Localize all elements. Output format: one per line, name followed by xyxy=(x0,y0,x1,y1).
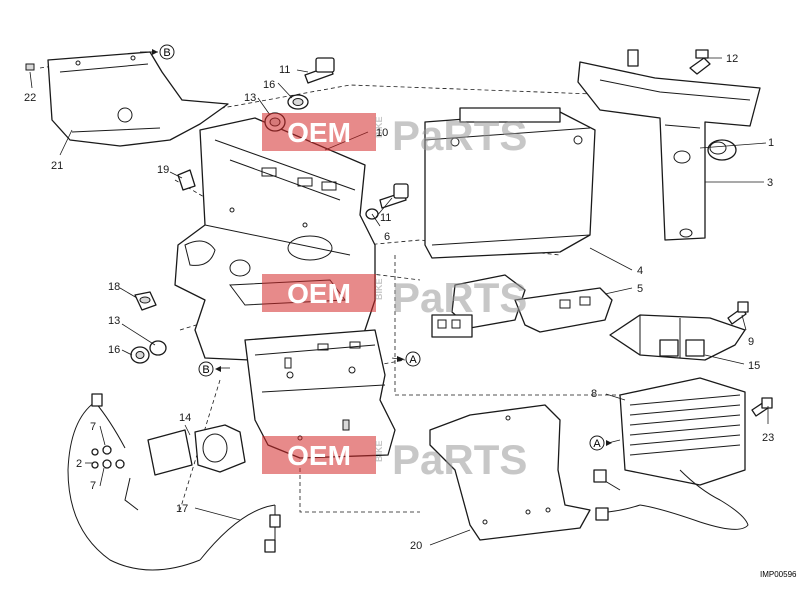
callout-6: 6 xyxy=(384,231,390,243)
battery-4 xyxy=(424,107,596,259)
screw-11-lower xyxy=(379,183,409,209)
mounting-plate-20 xyxy=(429,404,591,541)
callout-16-bottom: 16 xyxy=(108,344,120,356)
callout-numbers: 1 3 12 11 16 13 10 11 6 4 5 9 15 8 23 18… xyxy=(24,53,774,552)
callout-14: 14 xyxy=(179,412,191,424)
callout-2: 2 xyxy=(76,458,82,470)
svg-text:BIKE: BIKE xyxy=(374,440,384,462)
callout-1: 1 xyxy=(768,137,774,149)
callout-11-top: 11 xyxy=(279,64,290,76)
callout-8: 8 xyxy=(591,388,597,400)
svg-text:B: B xyxy=(202,364,209,376)
callout-11-mid: 11 xyxy=(380,212,391,224)
ref-marker-a-right: A xyxy=(589,435,612,451)
svg-text:OEM: OEM xyxy=(287,440,351,471)
callout-10: 10 xyxy=(376,127,388,139)
callout-7-bottom: 7 xyxy=(90,480,96,492)
svg-text:OEM: OEM xyxy=(287,117,351,148)
clip-19 xyxy=(177,169,196,191)
callout-leaders xyxy=(29,51,769,546)
callout-13-bottom: 13 xyxy=(108,315,120,327)
callout-17: 17 xyxy=(176,503,188,515)
callout-19: 19 xyxy=(157,164,169,176)
callout-21: 21 xyxy=(51,160,63,172)
callout-12: 12 xyxy=(726,53,738,65)
rubber-bushing-16-lower xyxy=(130,346,150,364)
svg-text:BIKE: BIKE xyxy=(374,116,384,138)
screw-23 xyxy=(751,397,773,417)
callout-9: 9 xyxy=(748,336,754,348)
ref-marker-a-center: A xyxy=(397,351,421,367)
callout-5: 5 xyxy=(637,283,643,295)
callout-3: 3 xyxy=(767,177,773,189)
svg-text:B: B xyxy=(163,47,170,59)
svg-text:BIKE: BIKE xyxy=(374,278,384,300)
connector-block-5 xyxy=(431,274,613,338)
relay-14 xyxy=(147,424,246,476)
cap-1 xyxy=(707,139,737,161)
callout-7-top: 7 xyxy=(90,421,96,433)
svg-text:PaRTS: PaRTS xyxy=(392,436,527,483)
cable-17 xyxy=(67,393,281,571)
diagram-code: IMP00596 xyxy=(760,570,797,579)
screw-12 xyxy=(689,49,711,75)
callout-23: 23 xyxy=(762,432,774,444)
holddown-bracket-3 xyxy=(577,49,761,241)
regulator-8 xyxy=(593,377,749,530)
svg-text:PaRTS: PaRTS xyxy=(392,112,527,159)
svg-text:A: A xyxy=(409,354,417,366)
callout-16-top: 16 xyxy=(263,79,275,91)
svg-text:OEM: OEM xyxy=(287,278,351,309)
callout-20: 20 xyxy=(410,540,422,552)
washers-7 xyxy=(91,445,125,469)
grommet-18 xyxy=(134,291,157,311)
battery-tray xyxy=(174,117,376,361)
cover-plate-21 xyxy=(25,51,229,147)
svg-text:A: A xyxy=(593,438,601,450)
ref-marker-b-top: B xyxy=(140,44,175,60)
screw-11-upper xyxy=(304,57,335,84)
callout-4: 4 xyxy=(637,265,643,277)
lower-bracket xyxy=(244,329,396,459)
relay-block-15 xyxy=(609,314,746,361)
svg-text:PaRTS: PaRTS xyxy=(392,274,527,321)
watermark-middle: OEM BIKE PaRTS xyxy=(262,274,527,321)
watermark-top: OEM BIKE PaRTS xyxy=(262,112,527,159)
screw-9 xyxy=(727,301,749,325)
callout-13-top: 13 xyxy=(244,92,256,104)
rubber-bushing-16-upper xyxy=(287,94,309,110)
ref-marker-b-left: B xyxy=(198,361,221,377)
callout-15: 15 xyxy=(748,360,760,372)
callout-18: 18 xyxy=(108,281,120,293)
callout-22: 22 xyxy=(24,92,36,104)
watermark-bottom: OEM BIKE PaRTS xyxy=(262,436,527,483)
